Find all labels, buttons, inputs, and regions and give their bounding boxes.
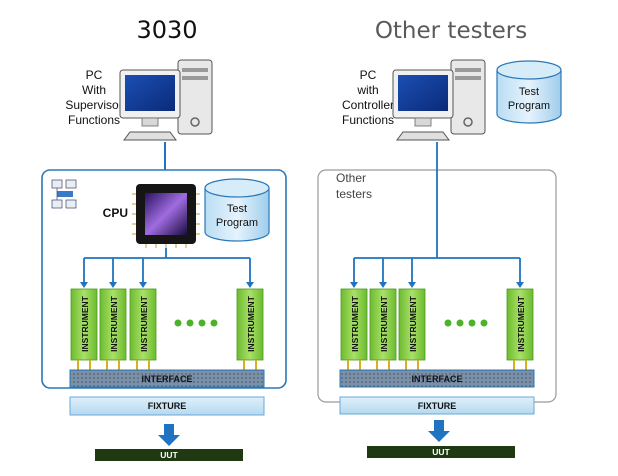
test-program-label-2: Program	[216, 217, 258, 229]
panel-other-testers: Other testers PC with Controller Functio…	[317, 18, 562, 458]
down-arrow-icon	[428, 420, 450, 442]
pc-label-line3: Supervisor	[65, 98, 122, 112]
instrument-right-3: INSTRUMENT	[398, 288, 426, 361]
pc-label-right: PC with Controller Functions	[342, 68, 394, 127]
svg-text:INTERFACE: INTERFACE	[411, 374, 462, 384]
instrument-right-4: INSTRUMENT	[506, 288, 534, 361]
svg-text:INSTRUMENT: INSTRUMENT	[139, 295, 149, 352]
svg-text:INSTRUMENT: INSTRUMENT	[408, 295, 418, 352]
title-other-testers: Other testers	[375, 18, 527, 44]
interface-bar-left: INTERFACE	[69, 369, 265, 388]
svg-text:FIXTURE: FIXTURE	[418, 401, 457, 411]
group-label-line2: testers	[336, 187, 372, 201]
ellipsis-dots-right	[444, 319, 488, 327]
svg-text:INSTRUMENT: INSTRUMENT	[379, 295, 389, 352]
bus-right	[353, 142, 521, 284]
instrument-right-1: INSTRUMENT	[340, 288, 368, 361]
cpu-label: CPU	[103, 206, 128, 220]
uut-left: UUT	[95, 449, 243, 461]
ellipsis-dots-left	[174, 319, 218, 327]
instrument-left-1: INSTRUMENT	[70, 288, 98, 361]
group-label-line1: Other	[336, 171, 366, 185]
fixture-left: FIXTURE	[69, 396, 265, 416]
cpu-chip-icon	[132, 184, 200, 248]
svg-text:with: with	[356, 83, 378, 97]
pc-label-left: PC With Supervisor Functions	[65, 68, 122, 127]
test-program-label-r2: Program	[508, 100, 550, 112]
pc-label-line2: With	[82, 83, 106, 97]
svg-text:Controller: Controller	[342, 98, 394, 112]
svg-text:INSTRUMENT: INSTRUMENT	[516, 295, 526, 352]
svg-text:INSTRUMENT: INSTRUMENT	[109, 295, 119, 352]
instrument-right-2: INSTRUMENT	[369, 288, 397, 361]
fixture-right: FIXTURE	[339, 396, 535, 415]
interface-bar-right: INTERFACE	[339, 369, 535, 388]
instrument-left-3: INSTRUMENT	[129, 288, 157, 361]
computer-icon	[392, 59, 486, 141]
down-arrow-icon	[158, 424, 180, 446]
network-icon	[51, 179, 77, 209]
database-icon	[496, 60, 562, 124]
instrument-left-4: INSTRUMENT	[236, 288, 264, 361]
computer-icon	[119, 59, 213, 141]
svg-text:FIXTURE: FIXTURE	[148, 401, 187, 411]
instrument-left-2: INSTRUMENT	[99, 288, 127, 361]
pc-label-line4: Functions	[68, 113, 120, 127]
svg-text:INSTRUMENT: INSTRUMENT	[80, 295, 90, 352]
uut-right: UUT	[367, 446, 515, 458]
svg-text:UUT: UUT	[160, 450, 178, 460]
pc-label-line1: PC	[86, 68, 103, 82]
test-program-label-r1: Test	[519, 86, 539, 98]
svg-text:INSTRUMENT: INSTRUMENT	[350, 295, 360, 352]
svg-text:INTERFACE: INTERFACE	[141, 374, 192, 384]
svg-text:INSTRUMENT: INSTRUMENT	[246, 295, 256, 352]
svg-text:PC: PC	[360, 68, 377, 82]
test-program-label-1: Test	[227, 203, 247, 215]
database-icon	[204, 178, 270, 242]
title-3030: 3030	[136, 16, 197, 44]
svg-text:UUT: UUT	[432, 447, 450, 457]
panel-3030: 3030 PC With Supervisor Functions	[41, 16, 287, 461]
bus-left	[83, 248, 251, 284]
svg-text:Functions: Functions	[342, 113, 394, 127]
